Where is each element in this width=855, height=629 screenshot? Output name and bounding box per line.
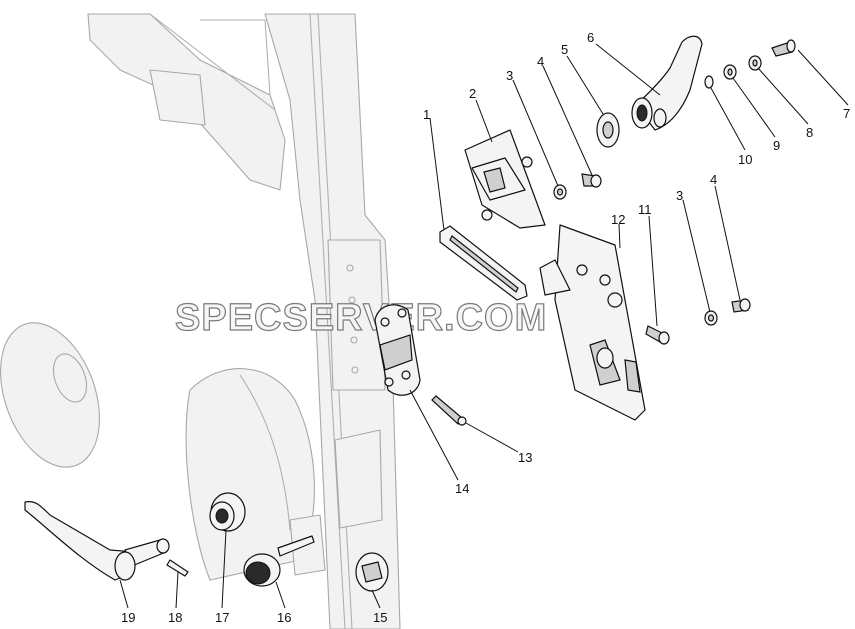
part-14-striker-plate — [374, 304, 421, 396]
callout-14: 14 — [455, 481, 469, 496]
part-3-nut-lower — [704, 310, 718, 326]
callout-11: 11 — [638, 202, 652, 217]
callout-10: 10 — [738, 152, 752, 167]
callout-labels: 1 2 3 4 5 6 7 8 9 10 3 4 11 12 13 14 15 … — [121, 30, 850, 625]
part-4-bolt-lower — [731, 298, 751, 313]
part-2-bracket — [464, 129, 546, 229]
callout-5: 5 — [561, 42, 568, 57]
part-4-bolt-upper — [581, 173, 602, 188]
part-3-nut-upper — [553, 184, 567, 200]
part-7-screw — [771, 39, 796, 57]
part-17-grommet — [209, 492, 246, 532]
callout-4-lower: 4 — [710, 172, 717, 187]
callout-1: 1 — [423, 107, 430, 122]
part-15-plug — [355, 552, 389, 592]
callout-15: 15 — [373, 610, 387, 625]
callout-4-upper: 4 — [537, 54, 544, 69]
callout-9: 9 — [773, 138, 780, 153]
leader-lines — [119, 43, 849, 609]
callout-8: 8 — [806, 125, 813, 140]
part-6-outer-handle — [631, 35, 703, 131]
callout-19: 19 — [121, 610, 135, 625]
part-1-link-bar — [439, 225, 528, 301]
part-5-washer-ring — [596, 112, 620, 148]
callout-3-lower: 3 — [676, 188, 683, 203]
part-10-spacer — [704, 75, 714, 89]
callout-17: 17 — [215, 610, 229, 625]
part-8-washer — [748, 55, 762, 71]
part-11-screw — [645, 325, 670, 345]
part-19-inner-handle — [24, 500, 170, 581]
part-12-lock-body — [539, 224, 646, 421]
callout-6: 6 — [587, 30, 594, 45]
part-16-knob-button — [243, 535, 315, 587]
callout-2: 2 — [469, 86, 476, 101]
callout-16: 16 — [277, 610, 291, 625]
callout-3-upper: 3 — [506, 68, 513, 83]
watermark-text: SPECSERVER.COM — [175, 297, 547, 339]
callout-18: 18 — [168, 610, 182, 625]
part-18-pin — [166, 559, 189, 577]
callout-13: 13 — [518, 450, 532, 465]
part-9-washer — [723, 64, 737, 80]
callout-7: 7 — [843, 106, 850, 121]
callout-12: 12 — [611, 212, 625, 227]
part-13-screw — [431, 395, 467, 426]
